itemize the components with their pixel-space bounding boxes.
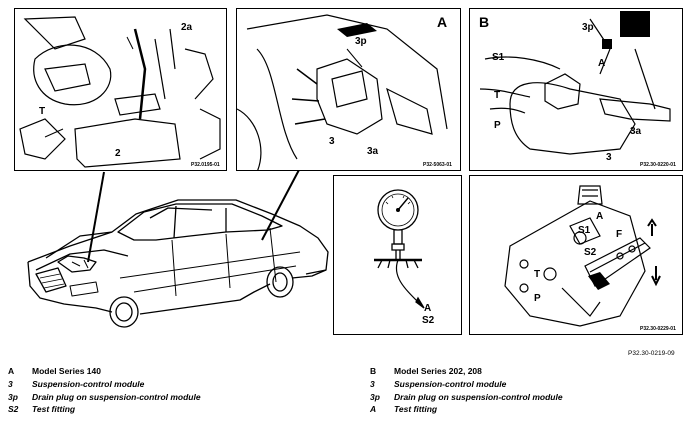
label-T: T <box>534 269 541 280</box>
label-2a: 2a <box>181 22 193 33</box>
panel-A-model-140: A 3p 3 3a P32-5063-01 <box>236 8 461 171</box>
legend-key: 3 <box>8 378 13 389</box>
panel-code: P32.30-0220-01 <box>640 162 676 168</box>
label-T: T <box>39 106 46 117</box>
label-3a: 3a <box>367 146 379 157</box>
legend-row: 3p Drain plug on suspension-control modu… <box>370 392 690 405</box>
legend-text: Drain plug on suspension-control module <box>394 391 563 402</box>
label-S1: S1 <box>492 52 505 63</box>
panel-A-drawing <box>237 14 448 170</box>
panel-code: P32.30-0229-01 <box>640 326 676 332</box>
label-F: F <box>616 229 623 240</box>
legend-right: B Model Series 202, 208 3 Suspension-con… <box>370 366 690 417</box>
label-P: P <box>494 120 501 131</box>
engine-compartment-drawing <box>19 16 221 168</box>
legend-key: 3p <box>370 391 380 402</box>
suspension-module-drawing <box>504 185 661 327</box>
legend-key: S2 <box>8 404 19 415</box>
label-S2: S2 <box>584 247 597 258</box>
panel-engine-compartment: 2a T 2 P32.0195-01 <box>14 8 227 171</box>
legend-row: 3p Drain plug on suspension-control modu… <box>8 392 338 405</box>
legend-row: A Model Series 140 <box>8 366 338 379</box>
leader-line-rear <box>261 167 301 241</box>
label-S1: S1 <box>578 225 591 236</box>
legend-row: 3 Suspension-control module <box>370 379 690 392</box>
panel-letter: B <box>479 14 490 30</box>
label-2: 2 <box>115 148 121 159</box>
label-P: P <box>534 293 541 304</box>
panel-code: P32-5063-01 <box>423 162 452 168</box>
label-S2: S2 <box>422 315 435 326</box>
label-3p: 3p <box>582 22 594 33</box>
label-3: 3 <box>606 152 612 163</box>
label-T: T <box>494 90 501 101</box>
legend-text: Test fitting <box>394 404 438 415</box>
leader-line-engine <box>87 171 105 263</box>
legend-text: Drain plug on suspension-control module <box>32 391 201 402</box>
legend-key: B <box>370 366 377 376</box>
label-A: A <box>424 303 432 314</box>
panel-pressure-gauge: A S2 <box>333 175 462 335</box>
label-3: 3 <box>329 136 335 147</box>
legend-row: B Model Series 202, 208 <box>370 366 690 379</box>
panel-B-model-202-208: B 3p S1 A T P 3a 3 P32.30-0220-01 <box>469 8 683 171</box>
legend-key: 3 <box>370 378 375 389</box>
panel-suspension-module: A S1 F S2 T P P32.30-0229-01 <box>469 175 683 335</box>
legend-row: A Test fitting <box>370 404 690 417</box>
panel-letter: A <box>437 14 448 30</box>
label-3a: 3a <box>630 126 642 137</box>
panel-B-drawing <box>479 11 671 155</box>
figure-code: P32.30-0219-09 <box>628 350 675 357</box>
legend-text: Suspension-control module <box>32 378 145 389</box>
legend-key: A <box>370 404 377 415</box>
legend-text: Model Series 202, 208 <box>394 366 482 376</box>
legend-key: 3p <box>8 391 18 402</box>
label-3p: 3p <box>355 36 367 47</box>
legend-text: Test fitting <box>32 404 76 415</box>
legend-text: Suspension-control module <box>394 378 507 389</box>
legend-key: A <box>8 366 15 376</box>
legend-row: S2 Test fitting <box>8 404 338 417</box>
legend-left: A Model Series 140 3 Suspension-control … <box>8 366 338 417</box>
pressure-gauge-drawing <box>374 189 425 309</box>
legend-text: Model Series 140 <box>32 366 101 376</box>
label-A: A <box>598 58 606 69</box>
panel-code: P32.0195-01 <box>191 162 220 168</box>
label-A: A <box>596 211 604 222</box>
legend-row: 3 Suspension-control module <box>8 379 338 392</box>
